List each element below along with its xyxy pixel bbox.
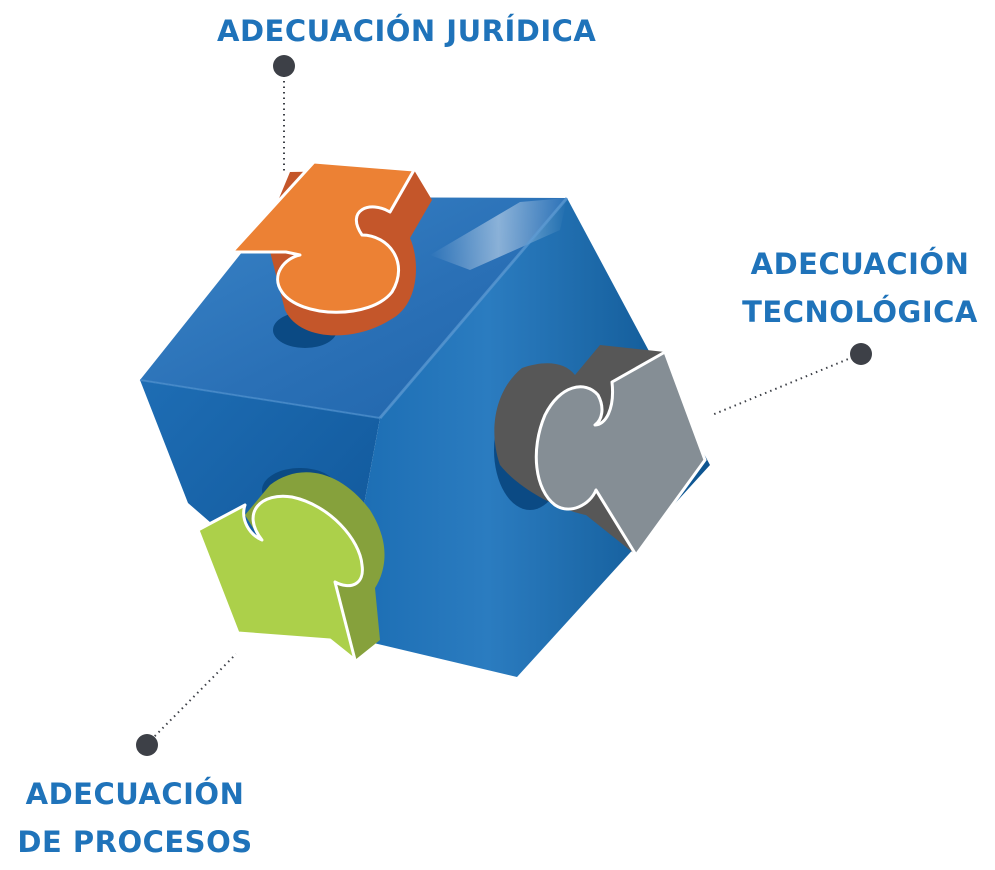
- green-puzzle-piece: [196, 472, 385, 662]
- label-line: ADECUACIÓN JURÍDICA: [217, 14, 597, 48]
- gray-puzzle-piece: [494, 345, 707, 557]
- label-line: ADECUACIÓN: [750, 247, 970, 281]
- label-adecuacion-tecnologica: ADECUACIÓN TECNOLÓGICA: [725, 240, 995, 336]
- callout-dot-tecnologica: [850, 343, 872, 365]
- label-line: ADECUACIÓN: [25, 777, 245, 811]
- label-adecuacion-procesos: ADECUACIÓN DE PROCESOS: [0, 770, 270, 866]
- orange-puzzle-piece: [230, 160, 432, 336]
- cube-shine: [430, 198, 567, 270]
- label-line: DE PROCESOS: [17, 825, 253, 859]
- callout-dot-procesos: [136, 734, 158, 756]
- label-line: TECNOLÓGICA: [742, 295, 978, 329]
- callout-line-tecnologica: [711, 354, 859, 416]
- label-adecuacion-juridica: ADECUACIÓN JURÍDICA: [217, 7, 596, 55]
- cube-edge-highlight-2: [139, 379, 381, 419]
- callout-line-procesos: [146, 653, 237, 745]
- callout-dot-juridica: [273, 55, 295, 77]
- cube-edge-highlight: [378, 197, 569, 419]
